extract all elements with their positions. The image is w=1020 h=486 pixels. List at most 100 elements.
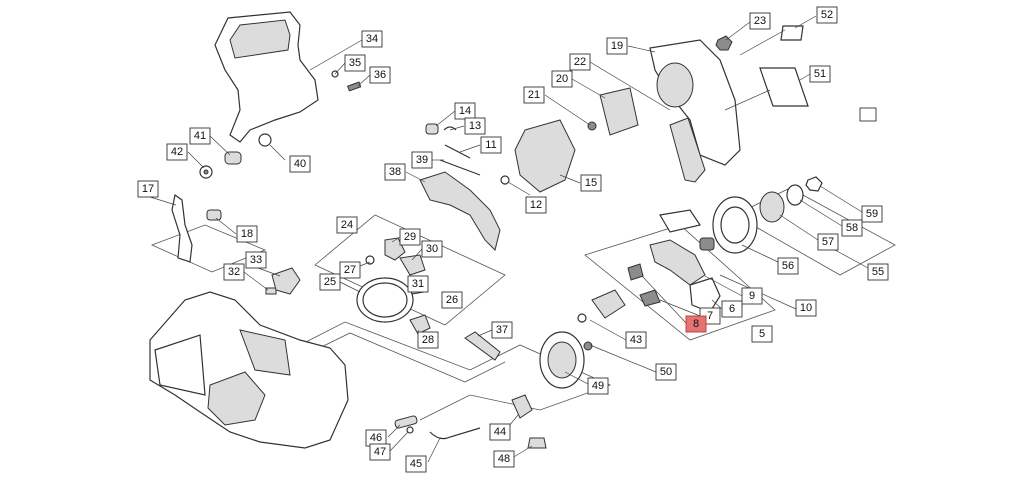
callout-30[interactable]: 30: [421, 240, 443, 258]
part-washer-42-hole: [203, 169, 209, 175]
svg-text:8: 8: [693, 318, 699, 330]
callout-35[interactable]: 35: [344, 54, 366, 72]
callout-31[interactable]: 31: [407, 275, 429, 293]
callout-14[interactable]: 14: [454, 102, 476, 120]
part-washer-43: [577, 313, 587, 323]
callout-50[interactable]: 50: [655, 363, 677, 381]
callout-34[interactable]: 34: [361, 30, 383, 48]
callout-57[interactable]: 57: [817, 233, 839, 251]
callout-36[interactable]: 36: [369, 66, 391, 84]
callout-9[interactable]: 9: [741, 287, 763, 305]
leader-30: [411, 248, 423, 261]
callout-45[interactable]: 45: [405, 455, 427, 473]
callout-39[interactable]: 39: [411, 151, 433, 169]
leader-47: [389, 431, 409, 452]
part-filter-46: [394, 415, 418, 429]
callout-23[interactable]: 23: [749, 12, 771, 30]
part-plug-48: [527, 437, 547, 449]
callout-37[interactable]: 37: [491, 321, 513, 339]
leader-9: [704, 275, 743, 297]
callout-47[interactable]: 47: [369, 443, 391, 461]
callout-42[interactable]: 42: [166, 143, 188, 161]
callout-25[interactable]: 25: [319, 273, 341, 291]
leader-11: [459, 144, 481, 153]
callout-38[interactable]: 38: [384, 163, 406, 181]
callout-21[interactable]: 21: [523, 86, 545, 104]
svg-text:19: 19: [611, 40, 623, 52]
callout-18[interactable]: 18: [236, 225, 258, 243]
callout-52[interactable]: 52: [816, 6, 838, 24]
svg-text:29: 29: [404, 231, 416, 243]
part-clutch-shoe-9: [649, 239, 706, 286]
svg-text:37: 37: [496, 324, 508, 336]
leader-45: [427, 437, 441, 463]
part-clutch-drum-56-inner: [720, 206, 750, 244]
callout-6[interactable]: 6: [721, 300, 743, 318]
svg-text:34: 34: [366, 33, 378, 45]
callout-19[interactable]: 19: [606, 37, 628, 55]
callout-48[interactable]: 48: [493, 450, 515, 468]
callout-empty[interactable]: [859, 107, 877, 122]
callout-12[interactable]: 12: [525, 196, 547, 214]
leader-29: [391, 236, 401, 243]
callout-29[interactable]: 29: [399, 228, 421, 246]
svg-text:30: 30: [426, 243, 438, 255]
callout-46[interactable]: 46: [365, 429, 387, 447]
svg-text:24: 24: [341, 219, 353, 231]
part-cover-sprocket-window: [656, 62, 694, 108]
callout-56[interactable]: 56: [777, 257, 799, 275]
part-ratchet-30: [399, 254, 426, 276]
svg-text:5: 5: [759, 328, 765, 340]
svg-text:25: 25: [324, 276, 336, 288]
svg-text:15: 15: [585, 177, 597, 189]
part-rope-guide-37: [464, 331, 501, 361]
callout-8-highlighted[interactable]: 8: [685, 315, 707, 333]
callout-40[interactable]: 40: [289, 155, 311, 173]
callout-28[interactable]: 28: [417, 331, 439, 349]
part-nut-23: [715, 35, 733, 51]
leader-41: [209, 135, 231, 156]
svg-text:44: 44: [494, 426, 506, 438]
part-spring-12: [500, 175, 510, 185]
callout-15[interactable]: 15: [580, 174, 602, 192]
svg-text:31: 31: [412, 278, 424, 290]
callout-13[interactable]: 13: [464, 117, 486, 135]
part-washer-58: [786, 184, 804, 206]
callout-44[interactable]: 44: [489, 423, 511, 441]
callout-59[interactable]: 59: [861, 205, 883, 223]
svg-text:6: 6: [729, 303, 735, 315]
callout-11[interactable]: 11: [480, 136, 502, 154]
callout-43[interactable]: 43: [625, 331, 647, 349]
callout-26[interactable]: 26: [441, 291, 463, 309]
part-bumper-spike: [669, 117, 706, 183]
leader-6: [711, 299, 723, 310]
callout-49[interactable]: 49: [587, 377, 609, 395]
leader-37: [477, 329, 493, 337]
callout-58[interactable]: 58: [841, 219, 863, 237]
callout-55[interactable]: 55: [867, 263, 889, 281]
svg-text:7: 7: [707, 310, 713, 322]
callout-32[interactable]: 32: [223, 263, 245, 281]
callout-51[interactable]: 51: [809, 65, 831, 83]
svg-text:11: 11: [485, 139, 496, 151]
leader-51b: [739, 29, 786, 56]
callout-41[interactable]: 41: [189, 127, 211, 145]
callout-20[interactable]: 20: [551, 70, 573, 88]
part-spacer-14: [425, 123, 439, 135]
callout-27[interactable]: 27: [339, 261, 361, 279]
svg-text:23: 23: [754, 15, 766, 27]
callout-33[interactable]: 33: [245, 251, 267, 269]
part-hose-45: [429, 427, 481, 440]
svg-text:12: 12: [530, 199, 542, 211]
callout-17[interactable]: 17: [137, 180, 159, 198]
callout-24[interactable]: 24: [336, 216, 358, 234]
callout-22[interactable]: 22: [569, 53, 591, 71]
svg-text:42: 42: [171, 146, 183, 158]
part-bracket-33: [271, 267, 301, 295]
frame-sprocket-assembly: [734, 187, 896, 276]
callout-5[interactable]: 5: [751, 325, 773, 343]
leader-13: [449, 125, 465, 131]
callout-10[interactable]: 10: [795, 299, 817, 317]
leader-40: [269, 144, 286, 161]
part-needle-bearing: [699, 237, 715, 251]
